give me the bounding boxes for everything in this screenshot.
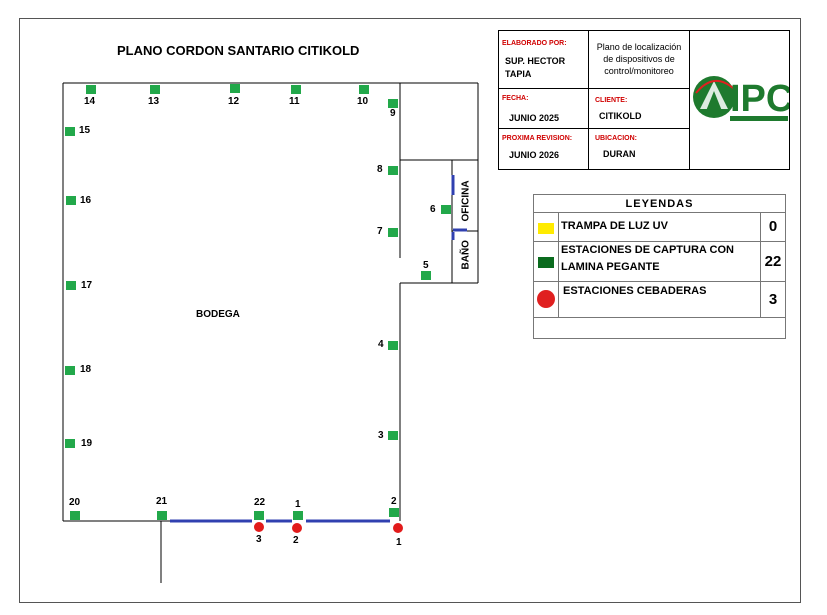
station-label-16: 16 [80, 195, 92, 206]
bait-stations [254, 522, 403, 533]
capture-station-4 [388, 341, 398, 350]
station-label-17: 17 [81, 280, 93, 291]
plan-title: PLANO CORDON SANTARIO CITIKOLD [117, 43, 360, 58]
page-frame [19, 18, 801, 603]
station-label-5: 5 [423, 260, 429, 271]
fecha-cell: FECHA: JUNIO 2025 [499, 89, 589, 129]
capture-station-1 [293, 511, 303, 520]
station-label-12: 12 [228, 96, 240, 107]
capture-station-21 [157, 511, 167, 520]
description-cell: Plano de localización de dispositivos de… [589, 31, 690, 89]
capture-station-12 [230, 84, 240, 93]
logo-letters: IPC [730, 78, 789, 120]
capture-station-5 [421, 271, 431, 280]
legend-row-capture: ESTACIONES DE CAPTURA CON LAMINA PEGANTE… [534, 242, 785, 282]
station-label-9: 9 [390, 108, 396, 119]
bait-station-swatch [537, 290, 555, 308]
revision-label: PROXIMA REVISION: [502, 135, 573, 142]
station-label-3: 3 [378, 430, 384, 441]
bait-station-2 [292, 523, 302, 533]
legend-row-uv-trap: TRAMPA DE LUZ UV 0 [534, 212, 785, 242]
capture-station-13 [150, 85, 160, 94]
capture-station-3 [388, 431, 398, 440]
capture-station-8 [388, 166, 398, 175]
station-label-21: 21 [156, 496, 168, 507]
legend-label-uv-trap: TRAMPA DE LUZ UV [561, 220, 668, 232]
station-label-11: 11 [289, 96, 300, 107]
station-label-6: 6 [430, 204, 436, 215]
capture-station-18 [65, 366, 75, 375]
capture-station-6 [441, 205, 451, 214]
station-label-10: 10 [357, 96, 369, 107]
elaborado-value: SUP. HECTOR TAPIA [505, 56, 566, 79]
bait-label-3: 3 [256, 534, 262, 545]
capture-station-14 [86, 85, 96, 94]
station-label-8: 8 [377, 164, 383, 175]
station-label-4: 4 [378, 339, 384, 350]
legend-row-bait: ESTACIONES CEBADERAS 3 [534, 282, 785, 318]
capture-station-9 [388, 99, 398, 108]
bait-label-1: 1 [396, 537, 402, 548]
station-label-20: 20 [69, 497, 81, 508]
capture-station-22 [254, 511, 264, 520]
uv-trap-swatch [538, 223, 554, 234]
cliente-cell: CLIENTE: CITIKOLD [589, 89, 690, 129]
cliente-label: CLIENTE: [595, 97, 628, 104]
capture-station-16 [66, 196, 76, 205]
station-label-2: 2 [391, 496, 397, 507]
bait-label-2: 2 [293, 535, 299, 546]
legend-box: LEYENDAS TRAMPA DE LUZ UV 0 ESTACIONES D… [533, 194, 786, 339]
legend-count-bait: 3 [760, 282, 785, 317]
room-label-bodega: BODEGA [196, 309, 240, 320]
ubicacion-label: UBICACION: [595, 135, 637, 142]
walls [62, 82, 479, 583]
station-label-13: 13 [148, 96, 160, 107]
station-label-15: 15 [79, 125, 91, 136]
station-label-18: 18 [80, 364, 92, 375]
fecha-label: FECHA: [502, 95, 529, 102]
station-label-1: 1 [295, 499, 301, 510]
doors [170, 175, 467, 523]
capture-station-7 [388, 228, 398, 237]
capture-station-20 [70, 511, 80, 520]
capture-station-15 [65, 127, 75, 136]
capture-station-11 [291, 85, 301, 94]
title-block: ELABORADO POR: SUP. HECTOR TAPIA Plano d… [498, 30, 793, 170]
elaborado-label: ELABORADO POR: [502, 40, 567, 47]
capture-station-swatch [538, 257, 554, 268]
capture-stations [65, 84, 451, 520]
company-logo: IPC [693, 76, 793, 121]
ubicacion-cell: UBICACION: DURAN [589, 129, 690, 169]
legend-header: LEYENDAS [534, 195, 785, 213]
plan-description: Plano de localización de dispositivos de… [596, 42, 682, 76]
bait-station-3 [254, 522, 264, 532]
revision-cell: PROXIMA REVISION: JUNIO 2026 [499, 129, 589, 169]
capture-station-10 [359, 85, 369, 94]
room-label-oficina: OFICINA [460, 180, 472, 222]
logo-cell: IPC [690, 31, 793, 169]
ubicacion-value: DURAN [603, 149, 636, 159]
elaborado-cell: ELABORADO POR: SUP. HECTOR TAPIA [499, 31, 589, 89]
room-label-bano: BAÑO [460, 240, 472, 270]
station-label-22: 22 [254, 497, 266, 508]
legend-label-capture: ESTACIONES DE CAPTURA CON LAMINA PEGANTE [561, 244, 734, 273]
legend-label-bait: ESTACIONES CEBADERAS [563, 285, 707, 297]
station-label-14: 14 [84, 96, 96, 107]
capture-station-19 [65, 439, 75, 448]
capture-station-17 [66, 281, 76, 290]
station-label-7: 7 [377, 226, 383, 237]
cliente-value: CITIKOLD [599, 111, 642, 121]
legend-count-uv-trap: 0 [760, 212, 785, 241]
capture-station-2 [389, 508, 399, 517]
fecha-value: JUNIO 2025 [509, 113, 560, 123]
bait-station-1 [393, 523, 403, 533]
station-label-19: 19 [81, 438, 93, 449]
legend-count-capture: 22 [760, 242, 785, 281]
revision-value: JUNIO 2026 [509, 150, 560, 160]
